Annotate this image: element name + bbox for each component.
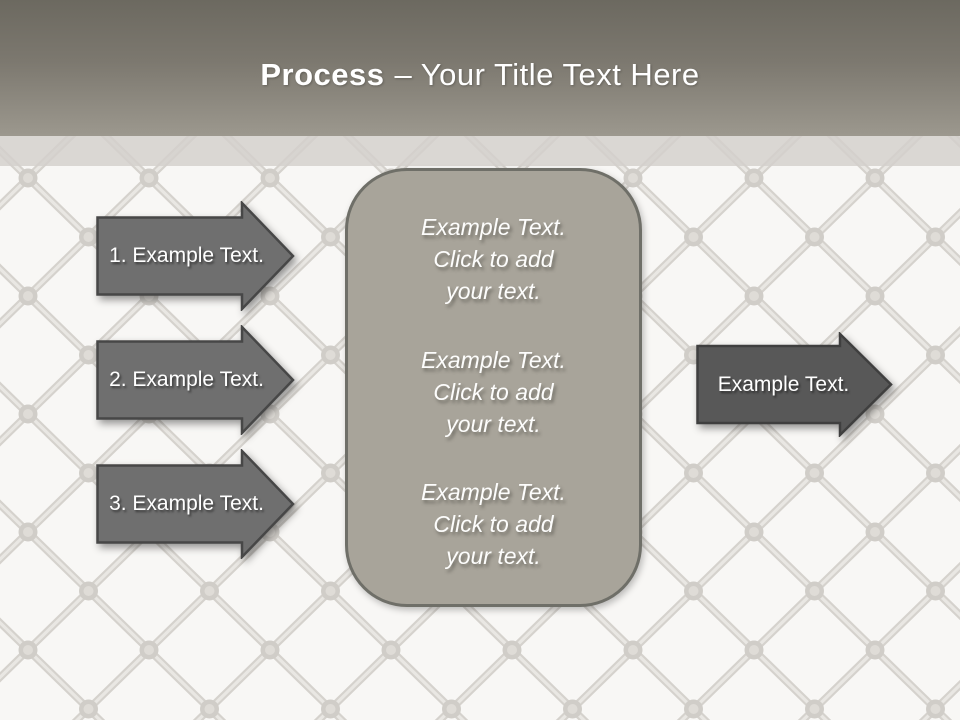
title-bar: Process – Your Title Text Here — [0, 0, 960, 136]
slide-title: Process – Your Title Text Here — [260, 57, 699, 93]
arrow-shape — [96, 325, 295, 435]
result-arrow-label: Example Text. — [717, 372, 850, 396]
process-arrow-2[interactable]: 2. Example Text. — [96, 325, 295, 435]
arrow-shape — [96, 201, 295, 311]
header-underlay-band — [0, 135, 960, 166]
process-arrow-1-label: 1. Example Text. — [109, 244, 264, 267]
process-arrow-2-label: 2. Example Text. — [109, 368, 264, 391]
center-text-panel[interactable]: Example Text. Click to add your text. Ex… — [345, 168, 642, 607]
panel-text-block-2[interactable]: Example Text. Click to add your text. — [421, 346, 566, 437]
process-arrow-3[interactable]: 3. Example Text. — [96, 449, 295, 559]
process-arrow-1[interactable]: 1. Example Text. — [96, 201, 295, 311]
panel-text-block-3[interactable]: Example Text. Click to add your text. — [421, 479, 566, 569]
slide-title-rest: – Your Title Text Here — [394, 57, 700, 92]
arrow-shape — [696, 332, 893, 437]
slide-title-emphasis: Process — [260, 57, 385, 92]
result-arrow[interactable]: Example Text. — [696, 332, 893, 437]
process-arrow-3-label: 3. Example Text. — [109, 492, 264, 515]
arrow-shape — [96, 449, 295, 559]
panel-text-block-1[interactable]: Example Text. Click to add your text. — [421, 214, 566, 304]
